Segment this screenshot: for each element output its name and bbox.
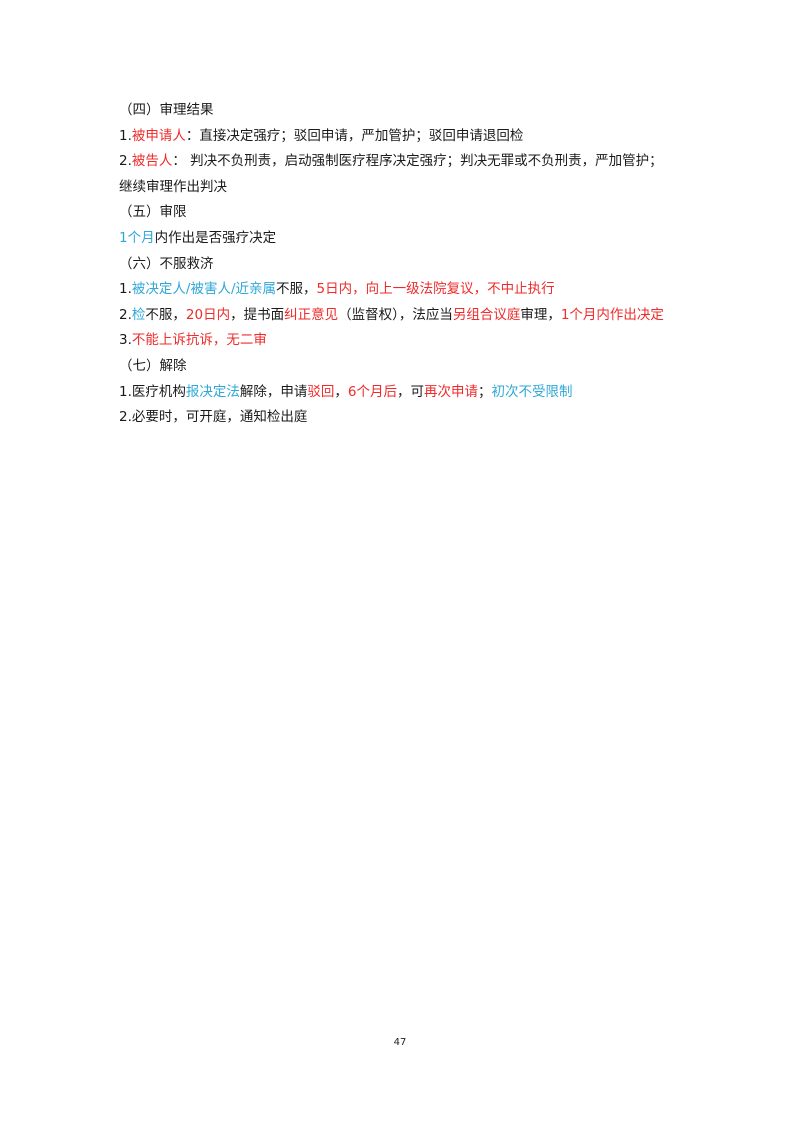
text-segment: 检 [131,306,146,323]
text-segment: （四）审理结果 [119,102,214,118]
section-heading-4: （四）审理结果 [119,98,689,124]
text-segment: ，提书面 [230,306,285,323]
text-segment: 继续审理作出判决 [119,178,227,195]
text-segment: 20日内 [185,306,231,323]
section-heading-5: （五）审限 [119,200,689,226]
text-segment: 再次申请 [423,383,478,400]
text-segment: ， [334,383,348,400]
text-segment: （七）解除 [119,357,187,374]
text-segment: 审理， [520,306,561,323]
text-segment: 被告人 [131,153,173,170]
text-segment: ； [477,383,492,400]
text-segment: 另组合议庭 [452,306,521,323]
text-segment: 内作出是否强疗决定 [154,229,277,246]
text-segment: 1个月内作出决定 [560,306,664,323]
text-segment: 不服， [145,306,186,323]
text-segment: 2. [119,306,132,323]
text-segment: 6个月后 [347,383,397,400]
text-segment: 2.必要时，可开庭，通知检出庭 [119,409,308,426]
text-segment: 1个月 [119,229,155,246]
text-segment: 被申请人 [131,127,186,144]
section-heading-7: （七）解除 [119,354,689,380]
item-4-2: 2.被告人： 判决不负刑责，启动强制医疗程序决定强疗；判决无罪或不负刑责，严加管… [119,149,689,175]
text-segment: （五）审限 [119,204,187,221]
text-segment: ，可 [396,383,424,400]
text-segment: 不能上诉抗诉，无二审 [131,332,267,349]
text-segment: ： 判决不负刑责，启动强制医疗程序决定强疗；判决无罪或不负刑责，严加管护； [172,153,663,170]
text-segment: 解除，申请 [239,383,308,400]
item-7-1: 1.医疗机构报决定法解除，申请驳回，6个月后，可再次申请；初次不受限制 [119,380,689,406]
text-segment: 1.医疗机构 [119,383,186,400]
page-number: 47 [393,1037,407,1048]
text-segment: （监督权），法应当 [338,306,453,323]
text-segment: 3. [119,332,132,349]
item-4-1: 1.被申请人：直接决定强疗；驳回申请，严加管护；驳回申请退回检 [119,124,689,150]
item-4-2-cont: 继续审理作出判决 [119,175,689,201]
text-segment: 1. [119,281,132,298]
item-6-2: 2.检不服，20日内，提书面纠正意见（监督权），法应当另组合议庭审理，1个月内作… [119,303,689,329]
text-segment: （六）不服救济 [119,255,214,272]
text-segment: 5日内，向上一级法院复议，不中止执行 [316,281,555,298]
text-segment: 驳回 [307,383,335,400]
text-segment: 2. [119,153,132,170]
item-5-1: 1个月内作出是否强疗决定 [119,226,689,252]
text-segment: 初次不受限制 [491,383,573,400]
text-segment: 1. [119,127,132,144]
item-6-1: 1.被决定人/被害人/近亲属不服，5日内，向上一级法院复议，不中止执行 [119,277,689,303]
text-segment: ：直接决定强疗；驳回申请，严加管护；驳回申请退回检 [185,127,524,144]
text-segment: 不服， [276,281,317,298]
section-heading-6: （六）不服救济 [119,252,689,278]
text-segment: 报决定法 [185,383,240,400]
item-6-3: 3.不能上诉抗诉，无二审 [119,328,689,354]
text-segment: 纠正意见 [284,306,339,323]
text-segment: 被决定人/被害人/近亲属 [131,281,276,298]
item-7-2: 2.必要时，可开庭，通知检出庭 [119,405,689,431]
